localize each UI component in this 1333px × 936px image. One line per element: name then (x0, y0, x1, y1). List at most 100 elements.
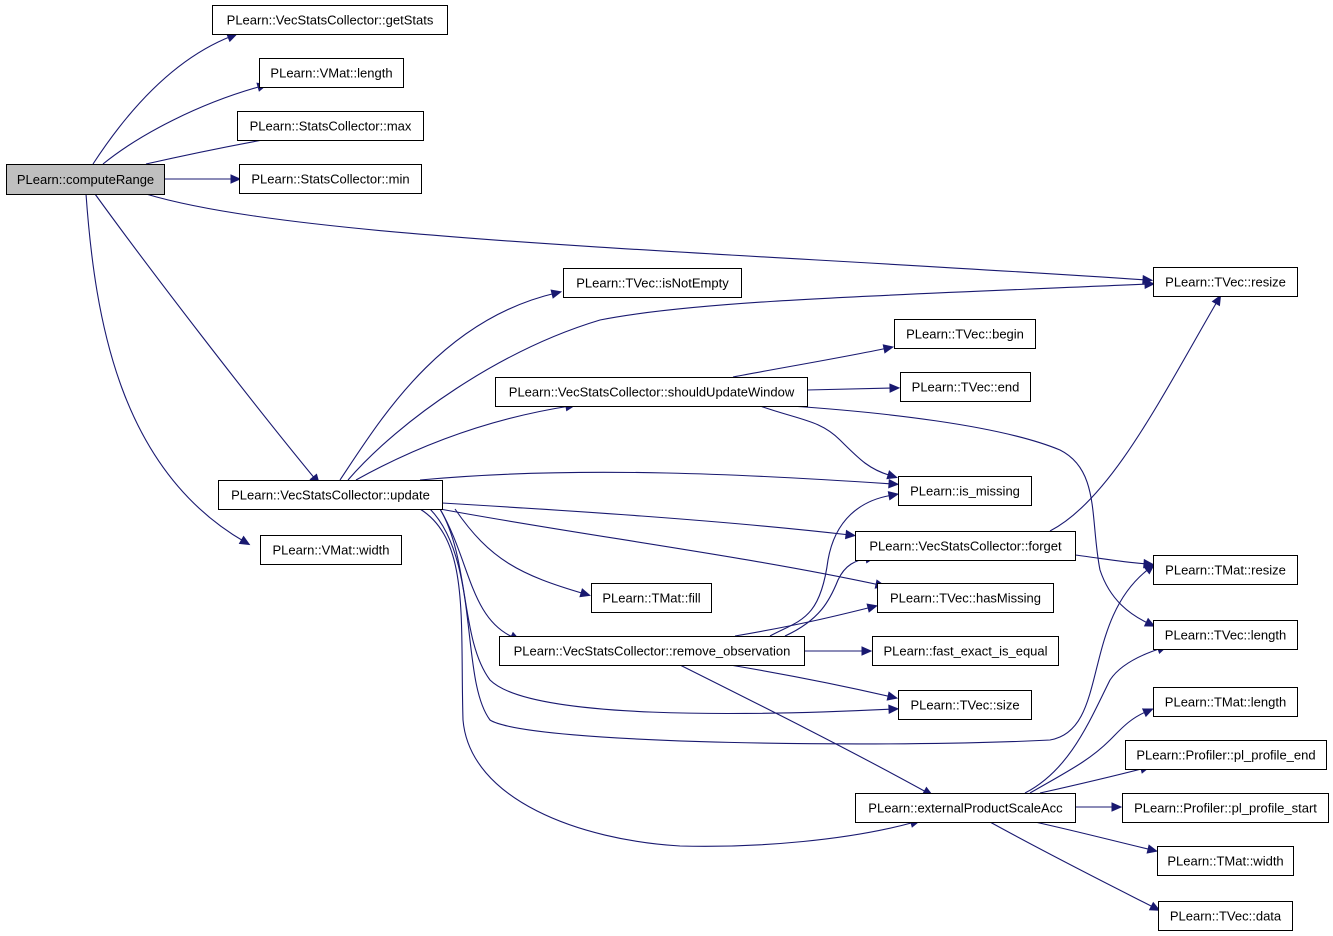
edge-computeRange-to-vmatLength (102, 85, 263, 165)
node-label: PLearn::TMat::fill (602, 591, 700, 606)
edge-extProd-to-tvecData (989, 821, 1156, 909)
node-label: PLearn::is_missing (910, 484, 1020, 499)
node-box (898, 476, 1032, 506)
edge-update-to-shouldUpdate (355, 405, 571, 481)
node-scMin[interactable]: PLearn::StatsCollector::min (239, 164, 422, 194)
node-label: PLearn::TVec::length (1165, 628, 1286, 643)
node-box (1153, 267, 1298, 297)
edge-forget-to-tmatResize (1074, 554, 1149, 565)
edge-update-to-forget-arrowhead (844, 529, 857, 540)
edge-shouldUpdate-to-tvecLength (789, 405, 1151, 625)
node-isNotEmpty[interactable]: PLearn::TVec::isNotEmpty (563, 268, 742, 298)
node-tmatLength[interactable]: PLearn::TMat::length (1153, 687, 1298, 717)
edge-removeObs-to-fastEq-arrowhead (861, 646, 873, 656)
node-box (1125, 740, 1327, 770)
edge-computeRange-to-tvecResize (145, 193, 1148, 281)
node-box (855, 793, 1076, 823)
edge-update-to-tmatFill-arrowhead (579, 588, 591, 598)
node-forget[interactable]: PLearn::VecStatsCollector::forget (855, 531, 1076, 561)
node-tvecData[interactable]: PLearn::TVec::data (1158, 901, 1293, 931)
node-scMax[interactable]: PLearn::StatsCollector::max (237, 111, 424, 141)
node-profEnd[interactable]: PLearn::Profiler::pl_profile_end (1125, 740, 1327, 770)
node-tvecLength[interactable]: PLearn::TVec::length (1153, 620, 1298, 650)
edge-shouldUpdate-to-tvecBegin (732, 347, 889, 378)
node-tmatFill[interactable]: PLearn::TMat::fill (591, 583, 712, 613)
edge-removeObs-to-isMissing (769, 494, 894, 637)
node-vmatLength[interactable]: PLearn::VMat::length (259, 58, 404, 88)
node-label: PLearn::StatsCollector::min (251, 172, 409, 187)
node-label: PLearn::VecStatsCollector::getStats (227, 13, 434, 28)
node-label: PLearn::VecStatsCollector::shouldUpdateW… (509, 385, 795, 400)
node-profStart[interactable]: PLearn::Profiler::pl_profile_start (1122, 793, 1329, 823)
edge-extProd-to-tmatLength-arrowhead (1141, 708, 1154, 718)
edge-update-to-hasMissing (439, 508, 881, 586)
node-computeRange[interactable]: PLearn::computeRange (6, 164, 165, 195)
edge-extProd-to-tmatWidth-arrowhead (1146, 844, 1159, 854)
node-label: PLearn::VecStatsCollector::forget (869, 539, 1062, 554)
node-tmatResize[interactable]: PLearn::TMat::resize (1153, 555, 1298, 585)
node-label: PLearn::TMat::length (1165, 695, 1286, 710)
node-label: PLearn::fast_exact_is_equal (883, 644, 1047, 659)
node-tvecSize[interactable]: PLearn::TVec::size (898, 690, 1032, 720)
node-box (260, 535, 402, 565)
edge-shouldUpdate-to-isMissing-arrowhead (886, 470, 898, 480)
node-vmatWidth[interactable]: PLearn::VMat::width (260, 535, 402, 565)
edge-extProd-to-tvecLength (1024, 647, 1163, 794)
edge-shouldUpdate-to-tvecBegin-arrowhead (882, 344, 895, 354)
node-label: PLearn::TMat::resize (1165, 563, 1286, 578)
edge-removeObs-to-extProd (679, 664, 929, 794)
edge-extProd-to-profEnd (1039, 767, 1146, 794)
node-box (212, 5, 448, 35)
edge-extProd-to-profStart-arrowhead (1111, 802, 1123, 812)
node-box (1153, 555, 1298, 585)
node-label: PLearn::externalProductScaleAcc (868, 801, 1063, 816)
node-box (877, 583, 1054, 613)
edge-forget-to-tvecResize-arrowhead (1211, 294, 1222, 307)
node-tmatWidth[interactable]: PLearn::TMat::width (1157, 846, 1294, 876)
node-box (218, 480, 443, 510)
node-fastEq[interactable]: PLearn::fast_exact_is_equal (872, 636, 1059, 666)
edge-computeRange-to-getStats (92, 35, 233, 165)
nodes-layer: PLearn::computeRangePLearn::VecStatsColl… (6, 5, 1329, 931)
edges-layer (85, 33, 1222, 911)
edge-update-to-tvecResize (347, 283, 1150, 481)
edge-update-to-isNotEmpty (339, 292, 557, 481)
node-tvecEnd[interactable]: PLearn::TVec::end (900, 372, 1031, 402)
edge-update-to-isNotEmpty-arrowhead (550, 289, 563, 299)
edge-update-to-tvecResize-arrowhead (1144, 279, 1156, 289)
node-box (591, 583, 712, 613)
edge-update-to-forget (441, 502, 851, 536)
node-isMissing[interactable]: PLearn::is_missing (898, 476, 1032, 506)
node-box (1122, 793, 1329, 823)
node-box (872, 636, 1059, 666)
edge-computeRange-to-update (94, 193, 317, 481)
node-label: PLearn::Profiler::pl_profile_start (1134, 801, 1317, 816)
edge-update-to-tmatResize (429, 508, 1151, 745)
edge-shouldUpdate-to-isMissing (759, 405, 893, 477)
edge-computeRange-to-scMin-arrowhead (230, 174, 242, 184)
node-box (239, 164, 422, 194)
node-label: PLearn::VMat::width (272, 543, 389, 558)
node-box (499, 636, 805, 666)
node-box (894, 319, 1036, 349)
node-removeObs[interactable]: PLearn::VecStatsCollector::remove_observ… (499, 636, 805, 666)
node-getStats[interactable]: PLearn::VecStatsCollector::getStats (212, 5, 448, 35)
node-box (237, 111, 424, 141)
node-label: PLearn::computeRange (17, 172, 154, 187)
node-box (6, 164, 165, 195)
node-tvecBegin[interactable]: PLearn::TVec::begin (894, 319, 1036, 349)
edge-removeObs-to-hasMissing-arrowhead (866, 603, 879, 613)
edge-removeObs-to-tvecSize-arrowhead (886, 691, 899, 701)
node-box (898, 690, 1032, 720)
node-box (563, 268, 742, 298)
node-tvecResize[interactable]: PLearn::TVec::resize (1153, 267, 1298, 297)
node-label: PLearn::TVec::begin (906, 327, 1024, 342)
node-shouldUpdate[interactable]: PLearn::VecStatsCollector::shouldUpdateW… (495, 377, 808, 407)
node-label: PLearn::TVec::data (1170, 909, 1282, 924)
edge-extProd-to-tmatLength (1029, 710, 1149, 794)
node-update[interactable]: PLearn::VecStatsCollector::update (218, 480, 443, 510)
node-extProd[interactable]: PLearn::externalProductScaleAcc (855, 793, 1076, 823)
node-hasMissing[interactable]: PLearn::TVec::hasMissing (877, 583, 1054, 613)
node-box (1157, 846, 1294, 876)
